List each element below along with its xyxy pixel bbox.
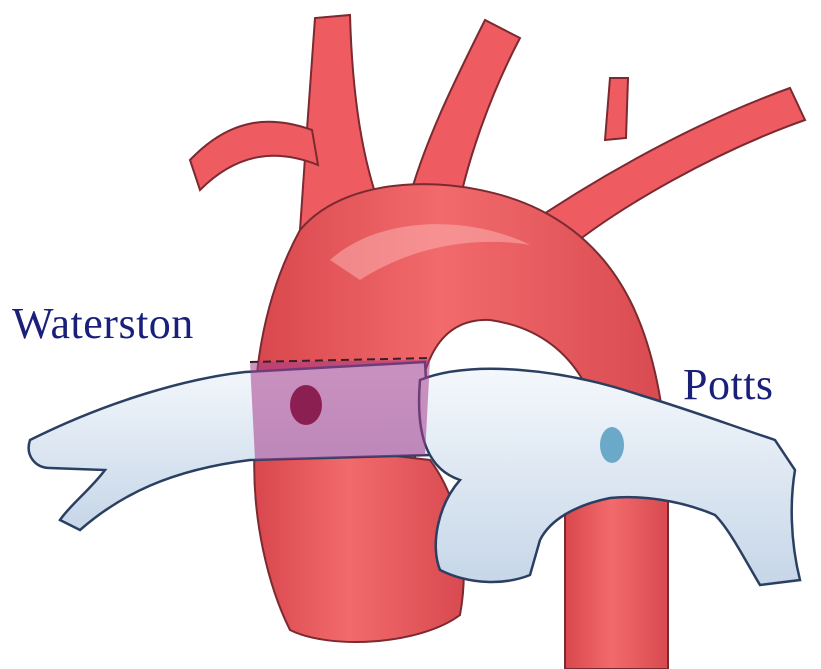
waterston-label: Waterston (12, 302, 194, 346)
vertebral-branch (605, 78, 628, 140)
waterston-site-dot (290, 385, 322, 425)
right-subclavian-branch (190, 122, 318, 190)
potts-label: Potts (683, 363, 774, 407)
ascending-aorta (254, 440, 464, 642)
waterston-shunt-overlay (250, 360, 430, 460)
potts-site-dot (600, 427, 624, 463)
